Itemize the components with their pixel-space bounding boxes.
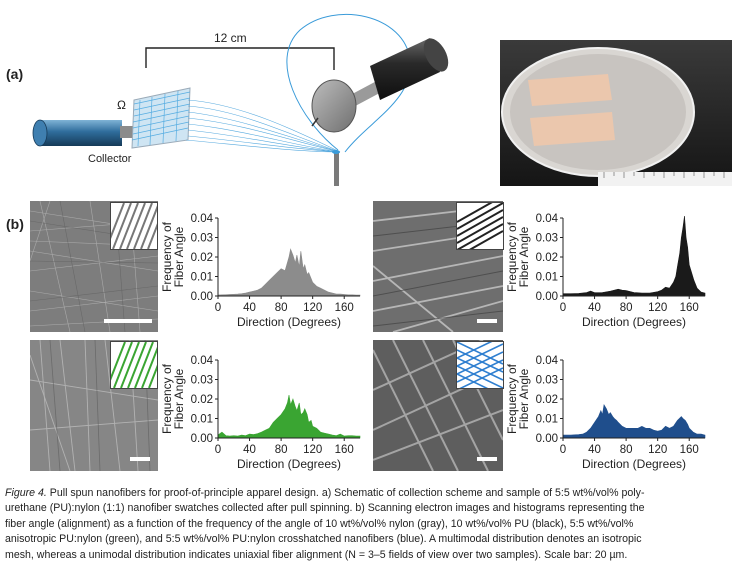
sem-image-crosshatched (373, 340, 503, 471)
y-tick-label: 0.01 (191, 272, 213, 284)
fiber-orientation-inset-nylon (110, 202, 158, 250)
y-axis-label: Fiber Angle (517, 226, 531, 287)
x-tick-label: 40 (243, 444, 256, 456)
y-tick-label: 0.02 (536, 252, 558, 264)
histogram-svg: 0.00 0.01 0.02 0.03 0.04 0 40 80 120 160Direction… (505, 213, 706, 329)
x-tick-label: 160 (335, 444, 354, 456)
fiber-orientation-inset-anisotropic (110, 341, 158, 389)
histogram-svg: 0.00 0.01 0.02 0.03 0.04 0 40 80 120 160Direction… (505, 355, 706, 471)
y-tick-label: 0.01 (536, 414, 558, 426)
histogram-area (217, 395, 361, 439)
swatch-photo (500, 40, 732, 186)
x-axis-label: Direction (Degrees) (582, 457, 686, 471)
caption-line-4: anisotropic PU:nylon (green), and 5:5 wt… (5, 533, 642, 546)
collector-label: Collector (88, 153, 132, 165)
fiber-bundle (185, 99, 341, 153)
caption-line-2: urethane (PU):nylon (1:1) nanofiber swat… (5, 502, 645, 515)
fiber-loop (286, 14, 411, 153)
x-tick-label: 120 (303, 302, 322, 314)
histogram-area (562, 403, 706, 439)
x-tick-label: 160 (680, 302, 699, 314)
x-tick-label: 80 (620, 444, 633, 456)
y-tick-label: 0.00 (191, 433, 213, 445)
figure-caption: Figure 4. Pull spun nanofibers for proof… (5, 486, 733, 563)
caption-label: Figure 4. (5, 487, 47, 499)
scale-bar (104, 319, 152, 323)
histogram-svg: 0.00 0.01 0.02 0.03 0.04 0 40 80 120 160Direction… (160, 355, 361, 471)
y-tick-label: 0.02 (191, 252, 213, 264)
x-tick-label: 160 (680, 444, 699, 456)
x-tick-label: 120 (303, 444, 322, 456)
y-tick-label: 0.03 (191, 375, 213, 387)
histogram-area (562, 216, 706, 297)
x-tick-label: 40 (588, 444, 601, 456)
y-axis-label: Frequency of (160, 363, 174, 434)
y-axis-label: Frequency of (160, 221, 174, 292)
scale-bar (130, 457, 150, 461)
y-tick-label: 0.04 (536, 355, 559, 367)
caption-line-3: fiber angle (alignment) as a function of… (5, 517, 634, 530)
x-tick-label: 120 (648, 302, 667, 314)
collector-frame (131, 87, 191, 149)
distance-bracket (145, 47, 335, 70)
y-tick-label: 0.00 (536, 433, 558, 445)
x-tick-label: 0 (560, 302, 566, 314)
histogram-area (217, 248, 361, 297)
x-axis-label: Direction (Degrees) (237, 457, 341, 471)
scale-bar (477, 319, 497, 323)
y-tick-label: 0.03 (536, 233, 558, 245)
x-tick-label: 0 (215, 302, 221, 314)
x-tick-label: 80 (620, 302, 633, 314)
x-tick-label: 40 (243, 302, 256, 314)
fiber-orientation-inset-crosshatched (456, 341, 504, 389)
caption-line-5: mesh, whereas a unimodal distribution in… (5, 548, 628, 561)
y-axis-label: Fiber Angle (172, 368, 186, 429)
x-tick-label: 0 (560, 444, 566, 456)
needle (332, 150, 340, 186)
x-axis-label: Direction (Degrees) (237, 315, 341, 329)
y-axis-label: Fiber Angle (172, 226, 186, 287)
distance-label: 12 cm (214, 31, 247, 45)
y-tick-label: 0.02 (191, 394, 213, 406)
x-tick-label: 80 (275, 444, 288, 456)
x-tick-label: 160 (335, 302, 354, 314)
caption-line-1: Pull spun nanofibers for proof-of-princi… (46, 487, 645, 499)
y-axis-label: Frequency of (505, 363, 519, 434)
panel-label-b: (b) (6, 216, 24, 232)
fiber-orientation-inset-pu (456, 202, 504, 250)
histogram-svg: 0.00 0.01 0.02 0.03 0.04 0 40 80 120 160Direction… (160, 213, 361, 329)
x-tick-label: 120 (648, 444, 667, 456)
y-tick-label: 0.03 (191, 233, 213, 245)
x-tick-label: 0 (215, 444, 221, 456)
y-tick-label: 0.00 (536, 291, 558, 303)
spinning-motor (311, 38, 449, 133)
y-tick-label: 0.04 (191, 355, 214, 367)
scale-bar (477, 457, 497, 461)
y-axis-label: Frequency of (505, 221, 519, 292)
panel-label-a: (a) (6, 66, 24, 82)
y-axis-label: Fiber Angle (517, 368, 531, 429)
x-tick-label: 40 (588, 302, 601, 314)
y-tick-label: 0.04 (191, 213, 214, 225)
y-tick-label: 0.02 (536, 394, 558, 406)
omega-label: Ω (117, 98, 126, 112)
collector-motor (32, 119, 134, 147)
x-tick-label: 80 (275, 302, 288, 314)
y-tick-label: 0.03 (536, 375, 558, 387)
x-axis-label: Direction (Degrees) (582, 315, 686, 329)
y-tick-label: 0.01 (191, 414, 213, 426)
y-tick-label: 0.04 (536, 213, 559, 225)
y-tick-label: 0.01 (536, 272, 558, 284)
y-tick-label: 0.00 (191, 291, 213, 303)
collection-schematic: 12 cm Ω Collector (32, 14, 732, 186)
